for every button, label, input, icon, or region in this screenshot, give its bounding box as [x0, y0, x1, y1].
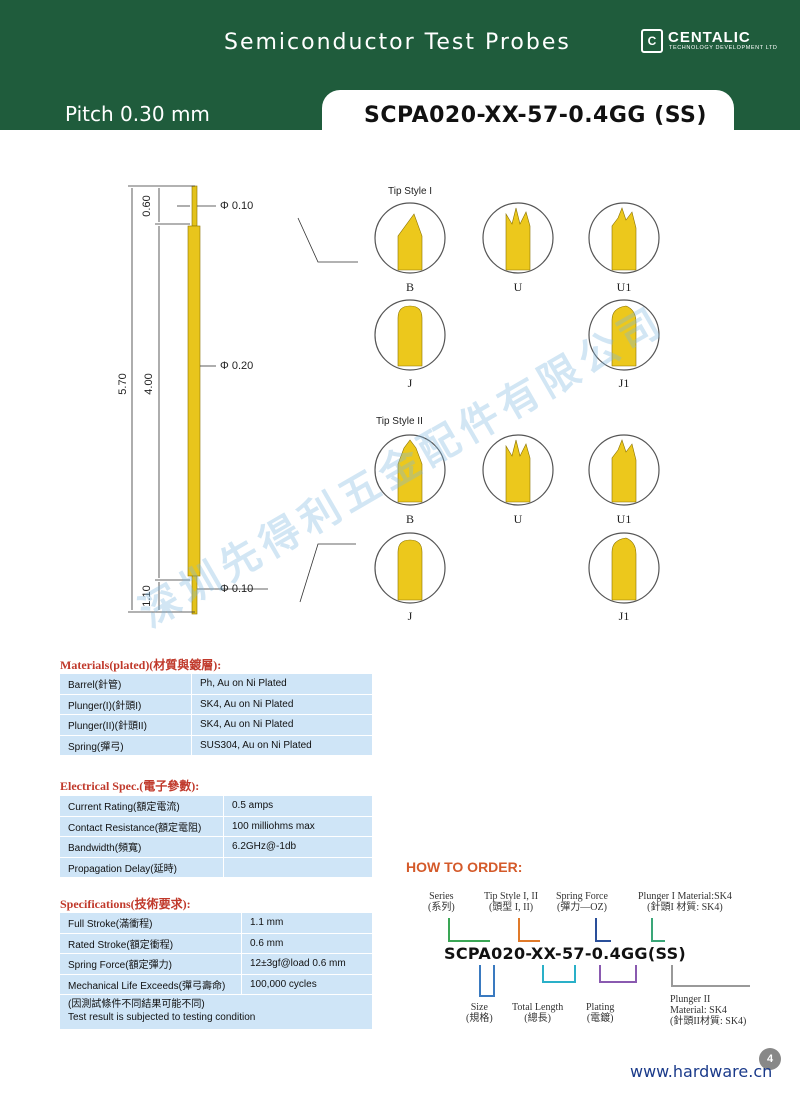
table-row: Mechanical Life Exceeds(彈弓壽命)100,000 cyc… [60, 974, 372, 994]
table-row: Full Stroke(滿衝程)1.1 mm [60, 913, 372, 933]
materials-table: Barrel(針管)Ph, Au on Ni Plated Plunger(I)… [60, 673, 372, 756]
svg-text:J: J [408, 609, 413, 623]
table-row: Bandwidth(頻寬)6.2GHz@-1db [60, 837, 372, 857]
order-total-length: Total Length(總長) [512, 1002, 564, 1024]
table-row: Spring(彈弓)SUS304, Au on Ni Plated [60, 735, 372, 755]
svg-text:U1: U1 [617, 512, 632, 526]
probe-body [187, 185, 201, 615]
logo-mark-icon: C [641, 29, 663, 53]
tip-u-1: U [482, 202, 554, 294]
svg-text:B: B [406, 512, 414, 526]
dim-570: 5.70 [117, 373, 129, 394]
tip-u-2: U [482, 434, 554, 526]
tip-b-2: B [374, 434, 446, 526]
specs-table: Full Stroke(滿衝程)1.1 mm Rated Stroke(額定衝程… [60, 912, 372, 995]
tip-u1-2: U1 [588, 434, 660, 526]
svg-text:U: U [514, 512, 523, 526]
table-row: Current Rating(額定電流)0.5 amps [60, 796, 372, 816]
dimension-lines [128, 185, 268, 613]
order-tip-style: Tip Style I, II(頭型 I, II) [484, 891, 539, 913]
dim-400: 4.00 [143, 373, 155, 394]
test-note: (因測試條件不同結果可能不同) Test result is subjected… [60, 995, 372, 1029]
company-logo: C CENTALIC TECHNOLOGY DEVELOPMENT LTD [641, 29, 781, 55]
svg-text:J1: J1 [619, 376, 630, 390]
electrical-title: Electrical Spec.(電子參數): [60, 779, 200, 793]
table-row: Spring Force(額定彈力)12±3gf@load 0.6 mm [60, 954, 372, 974]
tip-j1-2: J1 [588, 532, 660, 623]
table-row: Barrel(針管)Ph, Au on Ni Plated [60, 674, 372, 694]
model-tab [322, 90, 734, 135]
svg-text:J1: J1 [619, 609, 630, 623]
order-spring-force: Spring Force(彈力—OZ) [556, 891, 608, 913]
svg-text:B: B [406, 280, 414, 294]
model-number: SCPA020-XX-57-0.4GG (SS) [364, 103, 707, 128]
table-row: Propagation Delay(延時) [60, 857, 372, 877]
order-series: Series(系列) [428, 891, 455, 913]
svg-text:U: U [514, 280, 523, 294]
page-title: Semiconductor Test Probes [224, 30, 571, 55]
website-url[interactable]: www.hardware.cn [630, 1062, 773, 1081]
tip-j-1: J [374, 299, 446, 390]
phi-mid-label: Φ 0.20 [220, 360, 253, 372]
svg-text:J: J [408, 376, 413, 390]
phi-bot-label: Φ 0.10 [220, 583, 253, 595]
table-row: Rated Stroke(額定衝程)0.6 mm [60, 933, 372, 953]
tip-style-2-label: Tip Style II [376, 416, 423, 427]
logo-subtitle: TECHNOLOGY DEVELOPMENT LTD [669, 45, 778, 51]
phi-top-label: Φ 0.10 [220, 200, 253, 212]
table-row: Contact Resistance(額定電阻)100 milliohms ma… [60, 816, 372, 836]
probe-drawing: 0.60 5.70 4.00 1.10 Φ 0.10 Φ 0.20 Φ 0.10… [117, 185, 660, 623]
tip-j1-1: J1 [588, 299, 660, 390]
tip-b-1: B [374, 202, 446, 294]
electrical-table: Current Rating(額定電流)0.5 amps Contact Res… [60, 795, 372, 878]
logo-name: CENTALIC [668, 29, 751, 46]
specs-title: Specifications(技術要求): [60, 897, 191, 911]
materials-title: Materials(plated)(材質與鍍層): [60, 658, 222, 672]
dim-060: 0.60 [141, 195, 153, 216]
tip-style-1-label: Tip Style I [388, 186, 432, 197]
tip-u1-1: U1 [588, 202, 660, 294]
svg-text:U1: U1 [617, 280, 632, 294]
page-number: 4 [759, 1048, 781, 1070]
dim-110: 1.10 [141, 585, 153, 606]
order-title: HOW TO ORDER: [406, 859, 523, 875]
table-row: Plunger(II)(針頭II)SK4, Au on Ni Plated [60, 715, 372, 735]
tip-j-2: J [374, 532, 446, 623]
order-plating: Plating(電鍍) [586, 1002, 615, 1024]
order-code: SCPA020-XX-57-0.4GG(SS) [444, 944, 687, 963]
order-size: Size(規格) [466, 1002, 493, 1024]
order-plunger1: Plunger I Material:SK4(針頭I 材質: SK4) [638, 891, 732, 913]
table-row: Plunger(I)(針頭I)SK4, Au on Ni Plated [60, 694, 372, 714]
pitch-label: Pitch 0.30 mm [65, 102, 210, 126]
